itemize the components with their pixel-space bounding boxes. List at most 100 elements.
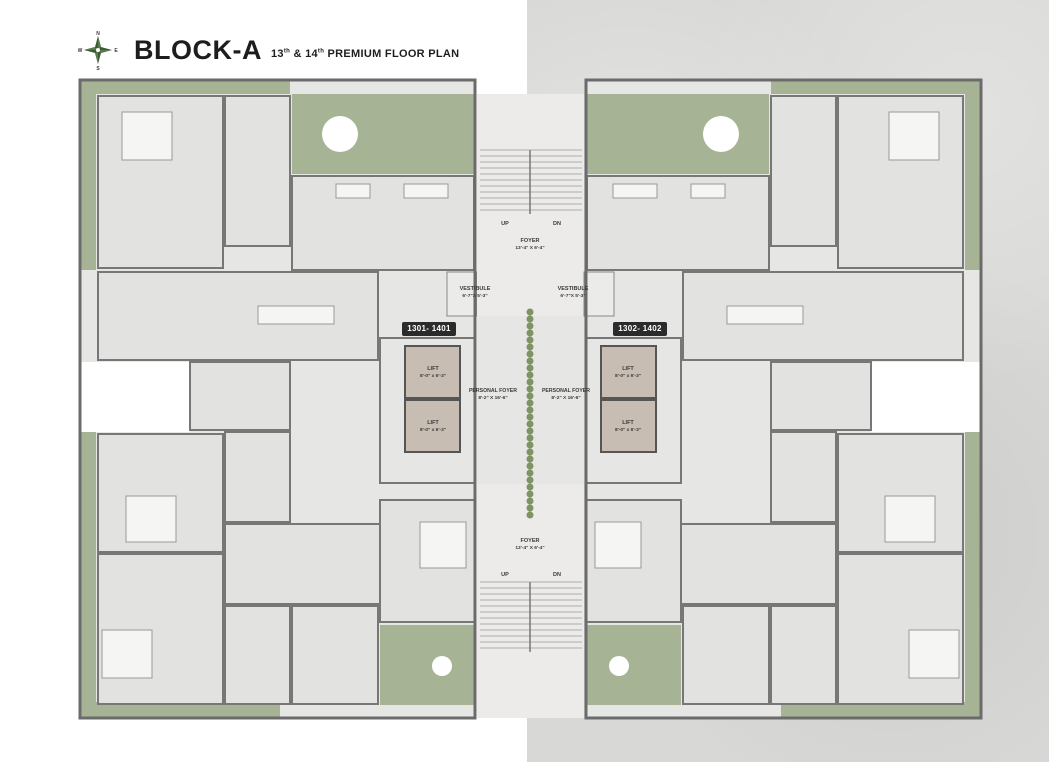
left-sofa-1 <box>335 183 371 199</box>
left-top-terrace <box>292 94 474 174</box>
left-toilet-3 <box>224 605 291 705</box>
vestibule-dim-right: 6'-7"X 5'-3" <box>560 293 585 299</box>
stairs-top <box>480 149 582 214</box>
planter-shrub <box>526 378 534 386</box>
left-balcony-top-edge <box>80 80 290 94</box>
floor-joiner: & <box>290 47 306 60</box>
planter-shrub <box>526 455 534 463</box>
stair-up-label-bottom: UP <box>501 572 509 578</box>
planter-shrub <box>526 448 534 456</box>
lift-dim-r2: 8'-0" x 6'-3" <box>615 427 641 433</box>
planter-shrub <box>526 434 534 442</box>
left-lift-1 <box>404 345 461 399</box>
left-bedroom-3 <box>97 553 224 705</box>
compass-icon: N E S W <box>78 30 119 72</box>
planter-shrub <box>526 497 534 505</box>
planter-shrub <box>526 385 534 393</box>
left-balcony-bottom-edge <box>80 702 280 718</box>
left-vestibule <box>446 271 478 317</box>
planter-shrub <box>526 511 534 519</box>
left-bed-1 <box>121 111 173 161</box>
stair-dn-label-bottom: DN <box>553 572 561 578</box>
planter-shrub <box>526 350 534 358</box>
planter-shrub <box>526 322 534 330</box>
left-bottom-terrace-seat <box>432 656 452 676</box>
lift-dim-l2: 8'-0" x 6'-3" <box>420 427 446 433</box>
left-toilet-1 <box>224 95 291 247</box>
vestibule-label-right: VESTIBULE <box>558 286 589 292</box>
stair-dn-label-top: DN <box>553 221 561 227</box>
planter-shrub <box>526 357 534 365</box>
planter-shrub <box>526 420 534 428</box>
left-lift-2 <box>404 399 461 453</box>
planter-shrub <box>526 413 534 421</box>
lift-label-r1: LIFT <box>622 366 634 372</box>
floor-a-suffix: th <box>283 47 291 54</box>
left-outer-wall <box>78 78 477 720</box>
planter-shrub <box>526 308 534 316</box>
floor-a: 13 <box>270 47 284 60</box>
subtitle-rest: PREMIUM FLOOR PLAN <box>324 47 460 60</box>
vestibule-dim-left: 6'-7"X 5'-3" <box>462 293 487 299</box>
left-terrace-table <box>322 116 358 152</box>
left-lounge <box>224 523 381 605</box>
block-title: BLOCK-A <box>134 34 262 65</box>
planter-shrub <box>526 399 534 407</box>
planter-shrub <box>526 329 534 337</box>
unit-badge-left: 1301- 1401 <box>402 322 456 336</box>
planter-shrub <box>526 371 534 379</box>
planter-shrub <box>526 483 534 491</box>
foyer-dim-top: 13'-4" X 6'-4" <box>515 245 544 251</box>
personal-foyer-label-left: PERSONAL FOYER <box>469 388 517 394</box>
plan-header: N E S W BLOCK-A 13th & 14th PREMIUM FLOO… <box>78 30 460 72</box>
planter-shrub <box>526 476 534 484</box>
compass-s: S <box>96 66 100 70</box>
lift-label-l2: LIFT <box>427 420 439 426</box>
planter-shrub <box>526 469 534 477</box>
planter-shrub <box>526 462 534 470</box>
right-apartment-wing <box>582 78 983 720</box>
foyer-label-bottom: FOYER <box>521 538 540 544</box>
foyer-dim-bottom: 13'-4" X 6'-4" <box>515 545 544 551</box>
planter-shrub <box>526 343 534 351</box>
planter-shrub <box>526 504 534 512</box>
left-bed-4 <box>419 521 467 569</box>
left-balcony-top <box>80 80 96 270</box>
left-kitchen-dining <box>97 271 379 361</box>
central-core <box>477 94 584 718</box>
left-balcony-bottom <box>80 432 96 718</box>
personal-foyer-dim-right: 8'-2" X 16'-6" <box>551 395 580 401</box>
left-bottom-terrace <box>380 625 475 705</box>
planter-shrub <box>526 336 534 344</box>
left-dining-table <box>257 305 335 325</box>
lift-label-l1: LIFT <box>427 366 439 372</box>
unit-badge-right: 1302- 1402 <box>613 322 667 336</box>
left-utility <box>291 605 379 705</box>
stair-up-label-top: UP <box>501 221 509 227</box>
floor-b: 14 <box>305 47 318 60</box>
left-toilet-2 <box>224 431 291 523</box>
floor-plan-subtitle: 13th & 14th PREMIUM FLOOR PLAN <box>271 48 459 60</box>
compass-w: W <box>78 48 83 54</box>
floor-b-suffix: th <box>317 47 325 54</box>
left-bed-3 <box>101 629 153 679</box>
planter-shrub <box>526 406 534 414</box>
personal-foyer-label-right: PERSONAL FOYER <box>542 388 590 394</box>
personal-foyer-dim-left: 8'-2" X 16'-6" <box>478 395 507 401</box>
left-sofa-2 <box>403 183 449 199</box>
compass-e: E <box>114 48 118 54</box>
left-notch <box>80 362 190 432</box>
lift-label-r2: LIFT <box>622 420 634 426</box>
planter-strip <box>526 308 534 519</box>
foyer-label-top: FOYER <box>521 238 540 244</box>
planter-shrub <box>526 315 534 323</box>
lift-dim-r1: 8'-0" x 6'-3" <box>615 373 641 379</box>
lift-dim-l1: 8'-0" x 6'-3" <box>420 373 446 379</box>
left-bed-2 <box>125 495 177 543</box>
left-store <box>189 361 291 431</box>
planter-shrub <box>526 392 534 400</box>
vestibule-label-left: VESTIBULE <box>460 286 491 292</box>
left-apartment-wing <box>78 78 478 720</box>
planter-shrub <box>526 441 534 449</box>
